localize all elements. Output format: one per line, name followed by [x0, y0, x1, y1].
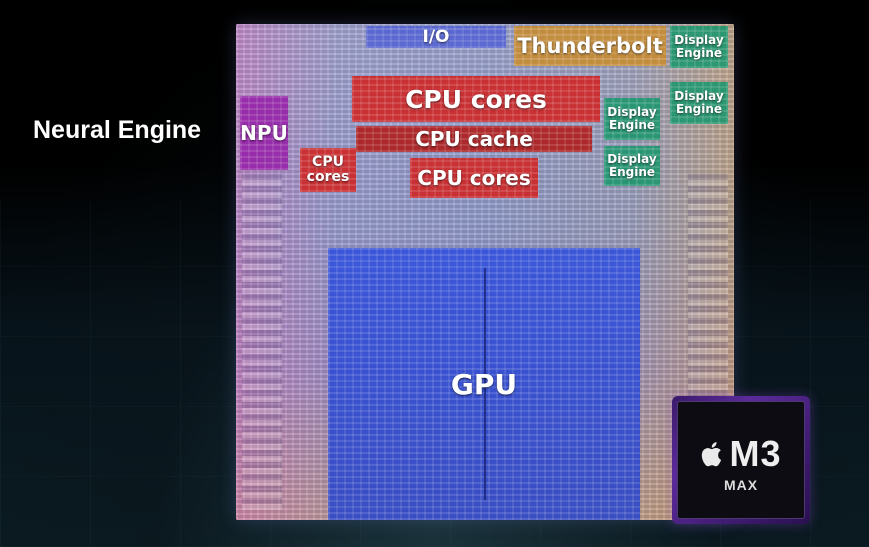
badge-variant-text: MAX [723, 477, 759, 493]
cpu-cache-label: CPU cache [415, 127, 533, 151]
cpu-cores-block-main: CPU cores [352, 76, 600, 122]
badge-title-row: M3 [700, 433, 781, 475]
io-label: I/O [422, 27, 450, 47]
chip-die: I/O Thunderbolt Display Engine Display E… [236, 24, 734, 520]
npu-label: NPU [240, 120, 288, 145]
cpu-cores-block-small: CPU cores [300, 148, 356, 192]
badge-model-text: M3 [729, 433, 782, 474]
cpu-cores-label: CPU cores [405, 84, 547, 114]
thunderbolt-block: Thunderbolt [514, 26, 666, 66]
gpu-block: GPU [328, 248, 640, 520]
cpu-cores-block-lower: CPU cores [410, 158, 538, 198]
display-engine-block: Display Engine [670, 82, 728, 124]
display-engine-label: Display Engine [674, 33, 724, 60]
die-memory-strip-left [242, 174, 282, 510]
display-engine-block: Display Engine [670, 26, 728, 68]
io-block: I/O [366, 26, 506, 48]
neural-engine-label: Neural Engine [33, 116, 202, 144]
display-engine-label: Display Engine [674, 89, 724, 116]
display-engine-label: Display Engine [607, 105, 657, 132]
gpu-label: GPU [450, 367, 518, 401]
display-engine-block: Display Engine [604, 98, 660, 140]
cpu-cores-label: CPU cores [306, 153, 350, 185]
cpu-cores-label: CPU cores [417, 166, 531, 190]
npu-block: NPU [240, 96, 288, 170]
display-engine-block: Display Engine [604, 146, 660, 186]
thunderbolt-label: Thunderbolt [517, 34, 663, 58]
apple-icon [702, 442, 722, 467]
m3-max-badge: M3 MAX [672, 396, 810, 524]
display-engine-label: Display Engine [607, 152, 657, 179]
badge-chip-face: M3 MAX [677, 401, 805, 519]
cpu-cache-block: CPU cache [356, 126, 592, 152]
